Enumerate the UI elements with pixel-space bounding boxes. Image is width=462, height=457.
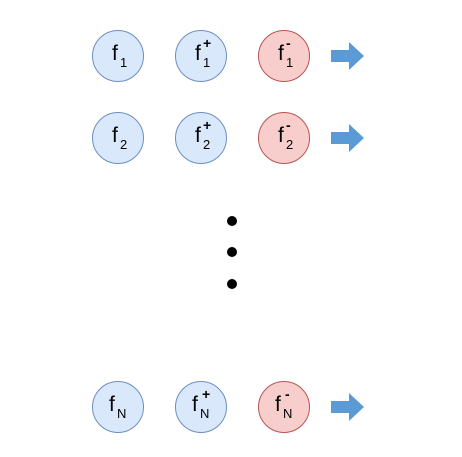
- node-f-2-subscript: 2: [120, 137, 128, 152]
- right-arrow-icon: [331, 42, 364, 70]
- node-f-plus-2: f + 2: [175, 112, 227, 164]
- node-f-minus-2-base: f: [278, 124, 284, 147]
- node-f-minus-n-base: f: [275, 393, 281, 416]
- right-arrow-icon: [331, 393, 364, 421]
- node-f-plus-2-superscript: +: [203, 117, 212, 133]
- node-f-plus-1-superscript: +: [203, 35, 212, 51]
- node-f-plus-2-base: f: [195, 124, 201, 147]
- node-f-minus-1-base: f: [278, 42, 284, 65]
- node-f-minus-n: f - N: [258, 381, 310, 433]
- node-f-1-subscript: 1: [120, 55, 128, 70]
- node-f-n: f N: [92, 381, 144, 433]
- node-f-minus-2-superscript: -: [286, 117, 291, 133]
- node-f-minus-2-subscript: 2: [286, 137, 294, 152]
- node-f-n-base: f: [109, 393, 115, 416]
- node-f-plus-n-base: f: [192, 393, 198, 416]
- node-f-plus-n: f + N: [175, 381, 227, 433]
- ellipsis-dot-icon: [227, 216, 237, 226]
- node-f-minus-1-subscript: 1: [286, 55, 294, 70]
- node-f-plus-1-base: f: [195, 42, 201, 65]
- node-f-plus-n-subscript: N: [200, 406, 210, 421]
- node-f-2: f 2: [92, 112, 144, 164]
- node-f-2-base: f: [112, 124, 118, 147]
- node-f-n-subscript: N: [117, 406, 127, 421]
- node-f-minus-1: f - 1: [258, 30, 310, 82]
- node-f-plus-2-subscript: 2: [203, 137, 211, 152]
- node-f-plus-n-superscript: +: [202, 386, 211, 402]
- node-f-1: f 1: [92, 30, 144, 82]
- node-f-plus-1-subscript: 1: [203, 55, 211, 70]
- node-f-minus-2: f - 2: [258, 112, 310, 164]
- node-f-plus-1: f + 1: [175, 30, 227, 82]
- node-f-1-base: f: [112, 42, 118, 65]
- ellipsis-dot-icon: [227, 247, 237, 257]
- node-f-minus-n-subscript: N: [283, 406, 293, 421]
- node-f-minus-n-superscript: -: [285, 386, 290, 402]
- ellipsis-dot-icon: [227, 279, 237, 289]
- node-f-minus-1-superscript: -: [286, 35, 291, 51]
- right-arrow-icon: [331, 124, 364, 152]
